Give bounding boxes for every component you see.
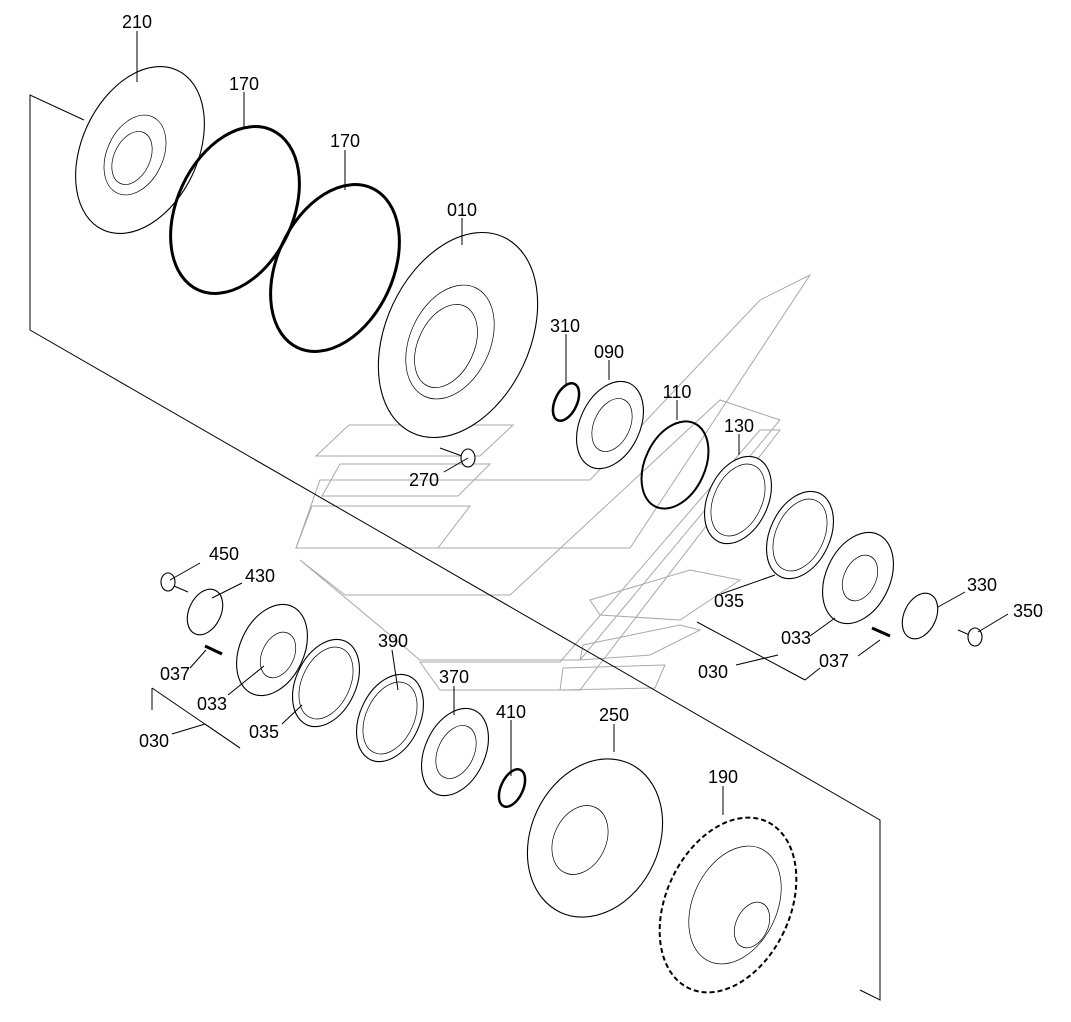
- part-430-washer: [186, 588, 224, 636]
- part-390-ring: [356, 673, 424, 763]
- callout-labels: 210 170 170 010 310 090 110 130 270 450 …: [122, 12, 1043, 787]
- part-033-flange-right: [822, 531, 894, 625]
- part-035-washer-right: [766, 490, 834, 580]
- part-170-oring-2: [269, 183, 401, 353]
- part-250-cover: [526, 758, 664, 918]
- part-110-snap-ring: [640, 420, 710, 510]
- callout-330: 330: [967, 575, 997, 595]
- callout-170-second: 170: [330, 131, 360, 151]
- part-370-bearing: [421, 707, 489, 797]
- part-350-bolt: [957, 627, 983, 647]
- part-037-stud-right: [871, 626, 891, 638]
- callout-410: 410: [496, 702, 526, 722]
- callout-037-left: 037: [160, 664, 190, 684]
- callout-030-left: 030: [139, 731, 169, 751]
- part-037-stud-left: [204, 644, 223, 656]
- callout-310: 310: [550, 316, 580, 336]
- part-330-washer: [901, 592, 939, 640]
- assembly-frame: [29, 94, 881, 1001]
- part-410-oring: [497, 768, 527, 808]
- part-033-flange-left: [236, 603, 308, 697]
- callout-210: 210: [122, 12, 152, 32]
- callout-037-right: 037: [819, 651, 849, 671]
- part-270-bolt: [439, 447, 476, 468]
- callout-370: 370: [439, 667, 469, 687]
- part-210-plate: [75, 66, 205, 234]
- callout-090: 090: [594, 342, 624, 362]
- callout-130: 130: [724, 416, 754, 436]
- part-010-housing: [377, 231, 539, 439]
- callout-033-right: 033: [781, 628, 811, 648]
- part-190-gear: [658, 816, 798, 994]
- part-310-oring: [551, 382, 581, 422]
- callout-110: 110: [663, 382, 692, 402]
- leader-lines: [136, 31, 1009, 815]
- callout-190: 190: [708, 767, 738, 787]
- callout-450: 450: [209, 544, 239, 564]
- callout-035-left: 035: [249, 722, 279, 742]
- callout-430: 430: [245, 566, 275, 586]
- callout-035-right: 035: [714, 591, 744, 611]
- part-035-washer-left: [292, 638, 360, 728]
- callout-033-left: 033: [197, 694, 227, 714]
- callout-010: 010: [447, 200, 477, 220]
- part-130-ring: [704, 455, 772, 545]
- callout-350: 350: [1013, 601, 1043, 621]
- watermark-logo: [295, 273, 812, 691]
- part-090-bearing: [576, 380, 644, 470]
- callout-270: 270: [409, 470, 439, 490]
- callout-170-top: 170: [229, 74, 259, 94]
- callout-030-right: 030: [698, 662, 728, 682]
- part-450-bolt: [160, 572, 189, 593]
- callout-390: 390: [378, 631, 408, 651]
- callout-250: 250: [599, 705, 629, 725]
